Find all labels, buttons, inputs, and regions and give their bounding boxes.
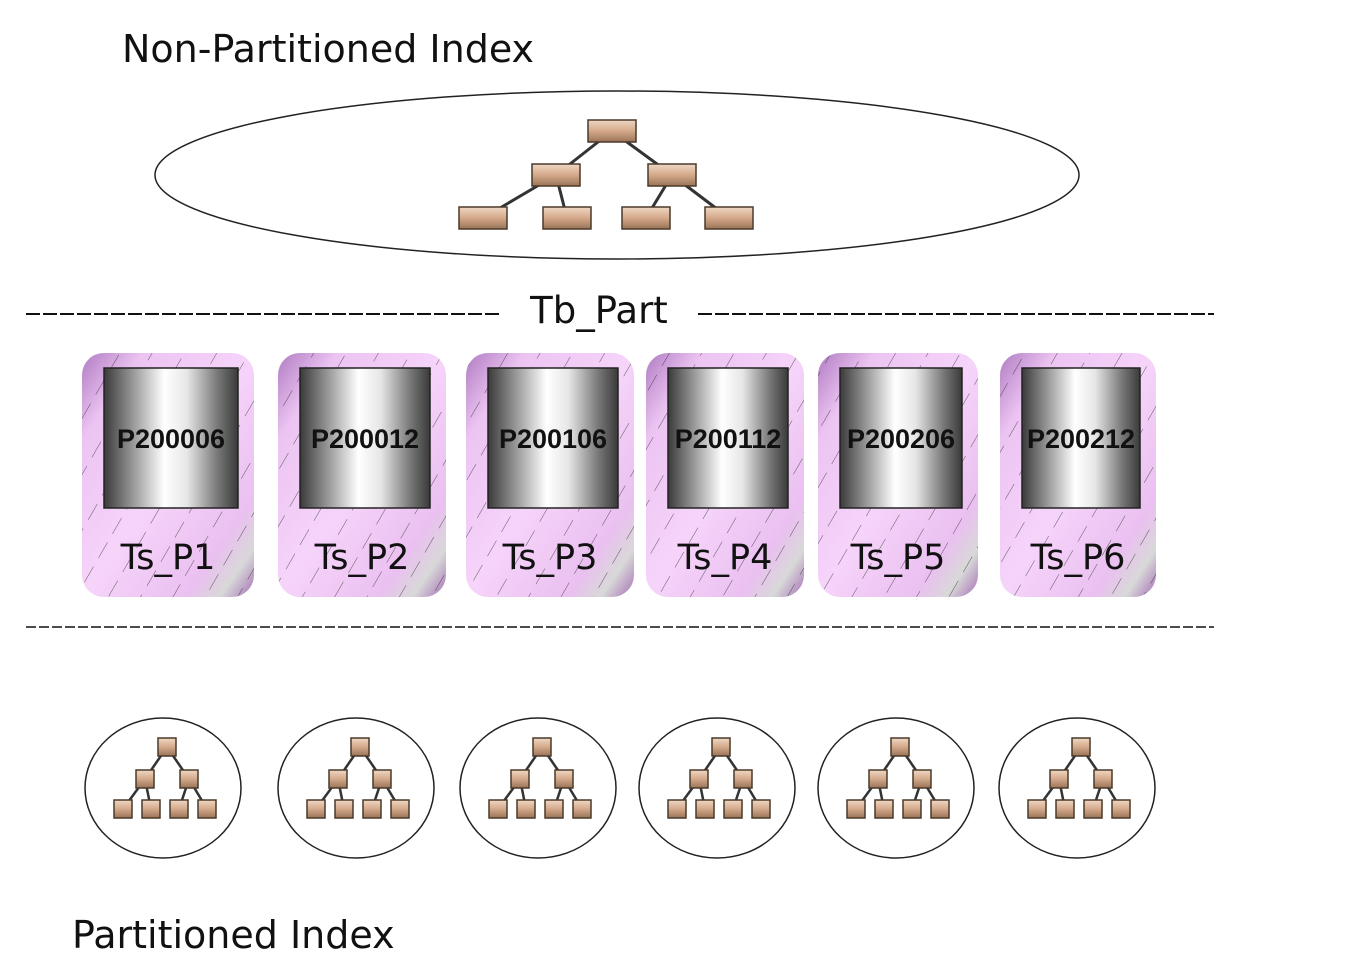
leaf-node [846,799,866,819]
local-index-circle [277,717,435,859]
branch-node [868,769,888,789]
branch-node [912,769,932,789]
root-node [157,737,177,757]
local-index [277,717,435,859]
leaf-node [695,799,715,819]
partition-label: P200106 [499,424,607,454]
leaf-node [572,799,592,819]
leaf-node [902,799,922,819]
leaf-node [874,799,894,819]
leaf-node [516,799,536,819]
tablespace-label: Ts_P4 [677,538,773,578]
branch-node [510,769,530,789]
root-node [890,737,910,757]
leaf-node [169,799,189,819]
tablespace-label: Ts_P5 [850,538,946,578]
root-node [711,737,731,757]
partition-label: P200112 [675,424,782,454]
partition-cylinder [667,367,789,509]
local-index [638,717,796,859]
leaf-node [704,206,754,230]
branch-node [135,769,155,789]
leaf-node [197,799,217,819]
root-node [532,737,552,757]
partitioned-index-title: Partitioned Index [72,913,395,957]
root-node [350,737,370,757]
partition-label: P200006 [117,424,225,454]
branch-node [554,769,574,789]
local-index [84,717,242,859]
partition-label: P200212 [1027,424,1135,454]
leaf-node [458,206,508,230]
root-node [1071,737,1091,757]
leaf-node [667,799,687,819]
local-index-row [84,717,1156,859]
branch-node [531,163,581,187]
local-index-circle [998,717,1156,859]
table-label: Tb_Part [529,289,668,332]
leaf-node [334,799,354,819]
branch-node [647,163,697,187]
partition-cylinder [1021,367,1141,509]
tablespace-label: Ts_P3 [502,538,598,578]
local-index [817,717,975,859]
branch-node [372,769,392,789]
local-index-circle [84,717,242,859]
leaf-node [488,799,508,819]
local-index-circle [638,717,796,859]
leaf-node [141,799,161,819]
local-index-circle [459,717,617,859]
root-node [587,119,637,143]
partition-cylinder [839,367,963,509]
leaf-node [1027,799,1047,819]
branch-node [733,769,753,789]
tablespace-label: Ts_P1 [120,538,216,578]
partition-cylinder [487,367,619,509]
leaf-node [542,206,592,230]
local-index [459,717,617,859]
non-partitioned-index-title: Non-Partitioned Index [122,27,534,71]
leaf-node [113,799,133,819]
tablespace-label: Ts_P6 [1030,538,1126,578]
partition-label: P200012 [311,424,419,454]
leaf-node [723,799,743,819]
global-index-ellipse [154,90,1080,260]
tablespace-label: Ts_P2 [314,538,410,578]
local-index-circle [817,717,975,859]
leaf-node [306,799,326,819]
branch-node [689,769,709,789]
branch-node [328,769,348,789]
partition-label: P200206 [847,424,955,454]
tablespace-row: P200006Ts_P1P200012Ts_P2P200106Ts_P3P200… [82,353,1156,597]
global-index-tree [458,119,754,230]
local-index [998,717,1156,859]
branch-node [1049,769,1069,789]
branch-node [1093,769,1113,789]
leaf-node [930,799,950,819]
leaf-node [1055,799,1075,819]
leaf-node [390,799,410,819]
leaf-node [544,799,564,819]
leaf-node [751,799,771,819]
partition-cylinder [299,367,431,509]
leaf-node [621,206,671,230]
leaf-node [1111,799,1131,819]
leaf-node [1083,799,1103,819]
branch-node [179,769,199,789]
leaf-node [362,799,382,819]
partition-cylinder [103,367,239,509]
